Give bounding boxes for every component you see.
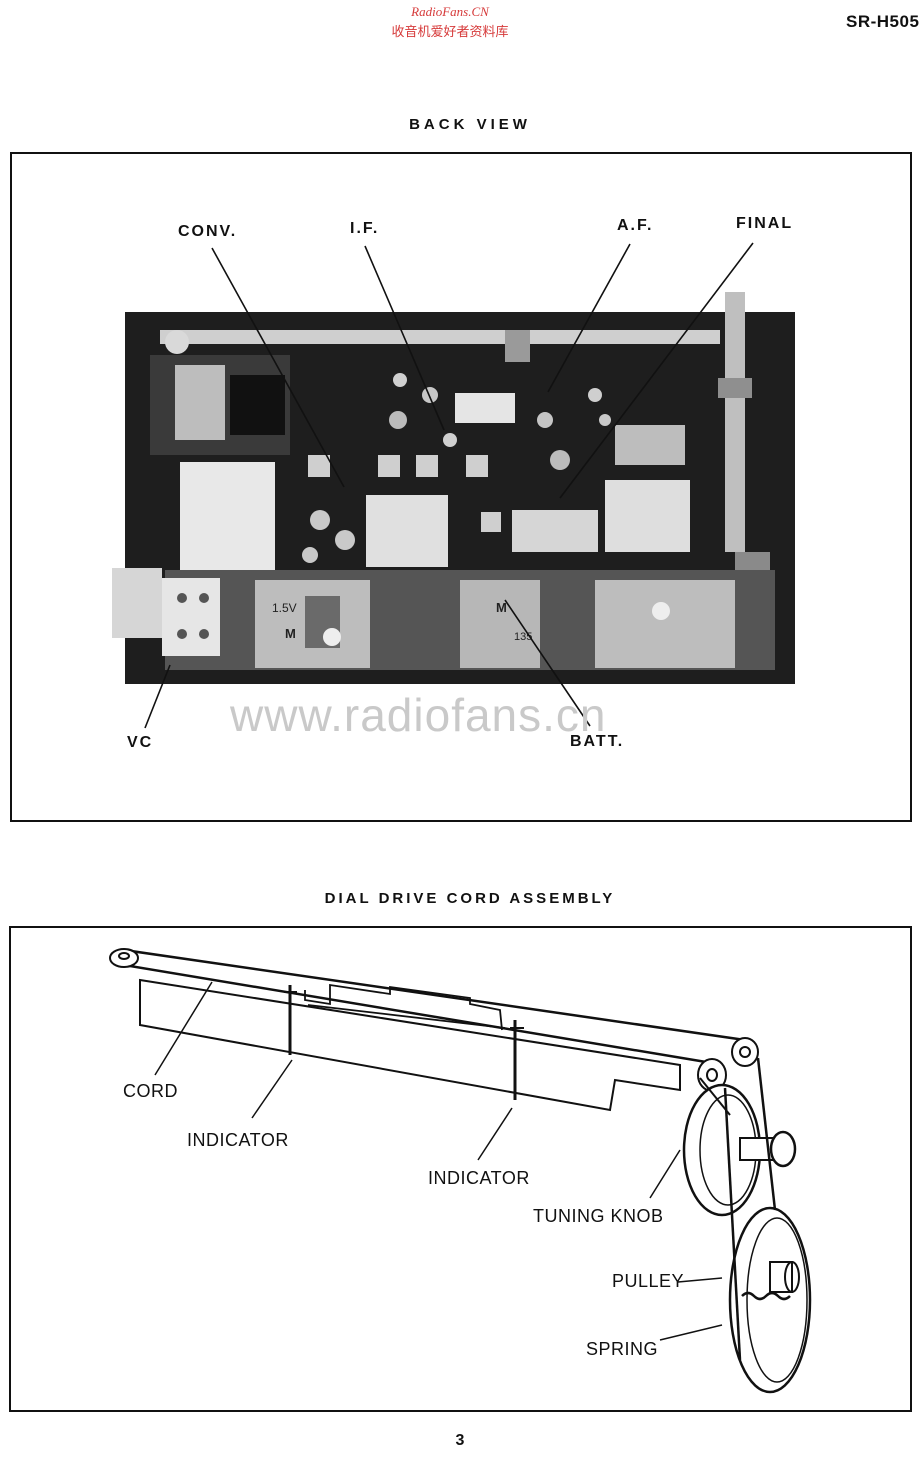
- label-indicator-2: INDICATOR: [428, 1168, 530, 1188]
- watermark-url: www.radiofans.cn: [230, 689, 607, 741]
- chassis-photo: [112, 292, 795, 684]
- label-conv: CONV.: [178, 223, 238, 240]
- back-view-title: BACK VIEW: [409, 116, 531, 133]
- battery-marking: 1.5V: [272, 601, 297, 615]
- back-view-leaders: [144, 242, 754, 729]
- battery-marking: M: [496, 600, 507, 615]
- dial-drive-drawing: [109, 948, 812, 1394]
- page-number: 3: [455, 1432, 465, 1449]
- label-pulley: PULLEY: [612, 1271, 685, 1291]
- label-cord: CORD: [123, 1081, 178, 1101]
- watermark-site-subtitle: 收音机爱好者资料库: [391, 24, 509, 39]
- back-view-frame: [10, 152, 912, 822]
- label-batt: BATT.: [570, 733, 625, 750]
- model-number: SR-H505: [846, 12, 920, 31]
- battery-marking: M: [285, 626, 296, 641]
- label-spring: SPRING: [586, 1339, 659, 1359]
- label-final: FINAL: [736, 215, 794, 232]
- dial-drive-title: DIAL DRIVE CORD ASSEMBLY: [324, 890, 616, 907]
- dial-drive-frame: [9, 926, 912, 1412]
- label-vc: VC: [127, 734, 154, 751]
- watermark-site-name: RadioFans.CN: [411, 4, 489, 19]
- label-if: I.F.: [350, 220, 380, 237]
- label-indicator-1: INDICATOR: [187, 1130, 289, 1150]
- label-af: A.F.: [617, 217, 654, 234]
- label-tuning-knob: TUNING KNOB: [533, 1206, 664, 1226]
